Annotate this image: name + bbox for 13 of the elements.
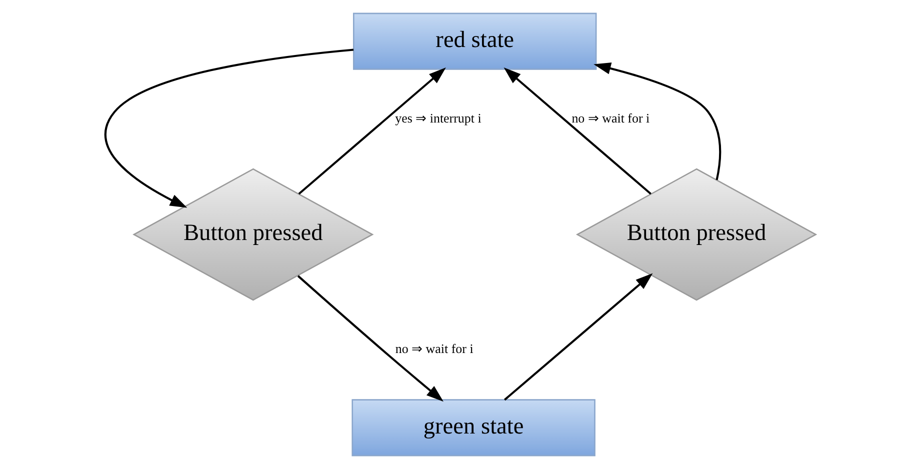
edge-label: yes ⇒ interrupt i (395, 110, 482, 126)
node-diamond: Button pressed (576, 168, 818, 301)
arrow (504, 67, 652, 195)
arrow (297, 275, 444, 402)
arrow (298, 67, 446, 195)
node-diamond: Button pressed (132, 168, 374, 301)
edge-label: no ⇒ wait for i (395, 341, 474, 356)
arrow (104, 48, 354, 208)
edge-label: no ⇒ wait for i (572, 110, 650, 126)
node-box: green state (352, 399, 596, 456)
arrow (594, 62, 722, 180)
arrow (504, 273, 653, 401)
node-box: red state (353, 12, 597, 70)
